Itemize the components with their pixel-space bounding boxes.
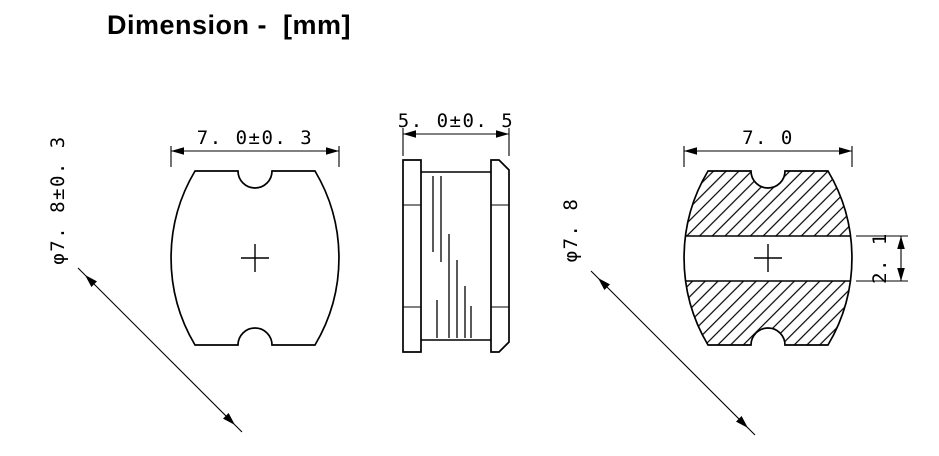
page-title: Dimension - [mm] [107,10,352,40]
arrowhead [684,147,697,155]
right-flange [490,159,510,353]
hatch-bottom-electrode [684,281,852,345]
side-view-width-dim: 5. 0±0. 5 [398,110,514,132]
side-view: 5. 0±0. 5 [398,110,514,353]
dimension-line-diagonal [77,267,243,433]
arrowhead [897,268,905,281]
top-view-width-dim: 7. 0±0. 3 [197,127,313,149]
arrowhead [171,147,184,155]
bottom-view: 7. 0 φ7. 8 2. 1 [560,127,908,436]
arrowhead [897,236,905,249]
bottom-view-diameter-dim: φ7. 8 [560,198,582,263]
arrowhead [223,413,235,425]
dimension-line-diagonal [590,270,756,436]
left-flange [402,159,422,353]
arrowhead [403,130,416,138]
hatch-top-electrode [684,171,852,236]
bottom-view-slot-dim: 2. 1 [869,232,891,284]
arrowhead [496,130,509,138]
arrowhead [598,278,610,290]
top-view-body-outline [170,170,340,346]
arrowhead [736,416,748,428]
bottom-view-width-dim: 7. 0 [742,127,794,149]
arrowhead [839,147,852,155]
bottom-view-body-outline [683,170,853,346]
top-view-diameter-dim: φ7. 8±0. 3 [47,135,69,264]
arrowhead [326,147,339,155]
arrowhead [85,275,97,287]
top-view: 7. 0±0. 3 φ7. 8±0. 3 [47,127,340,433]
